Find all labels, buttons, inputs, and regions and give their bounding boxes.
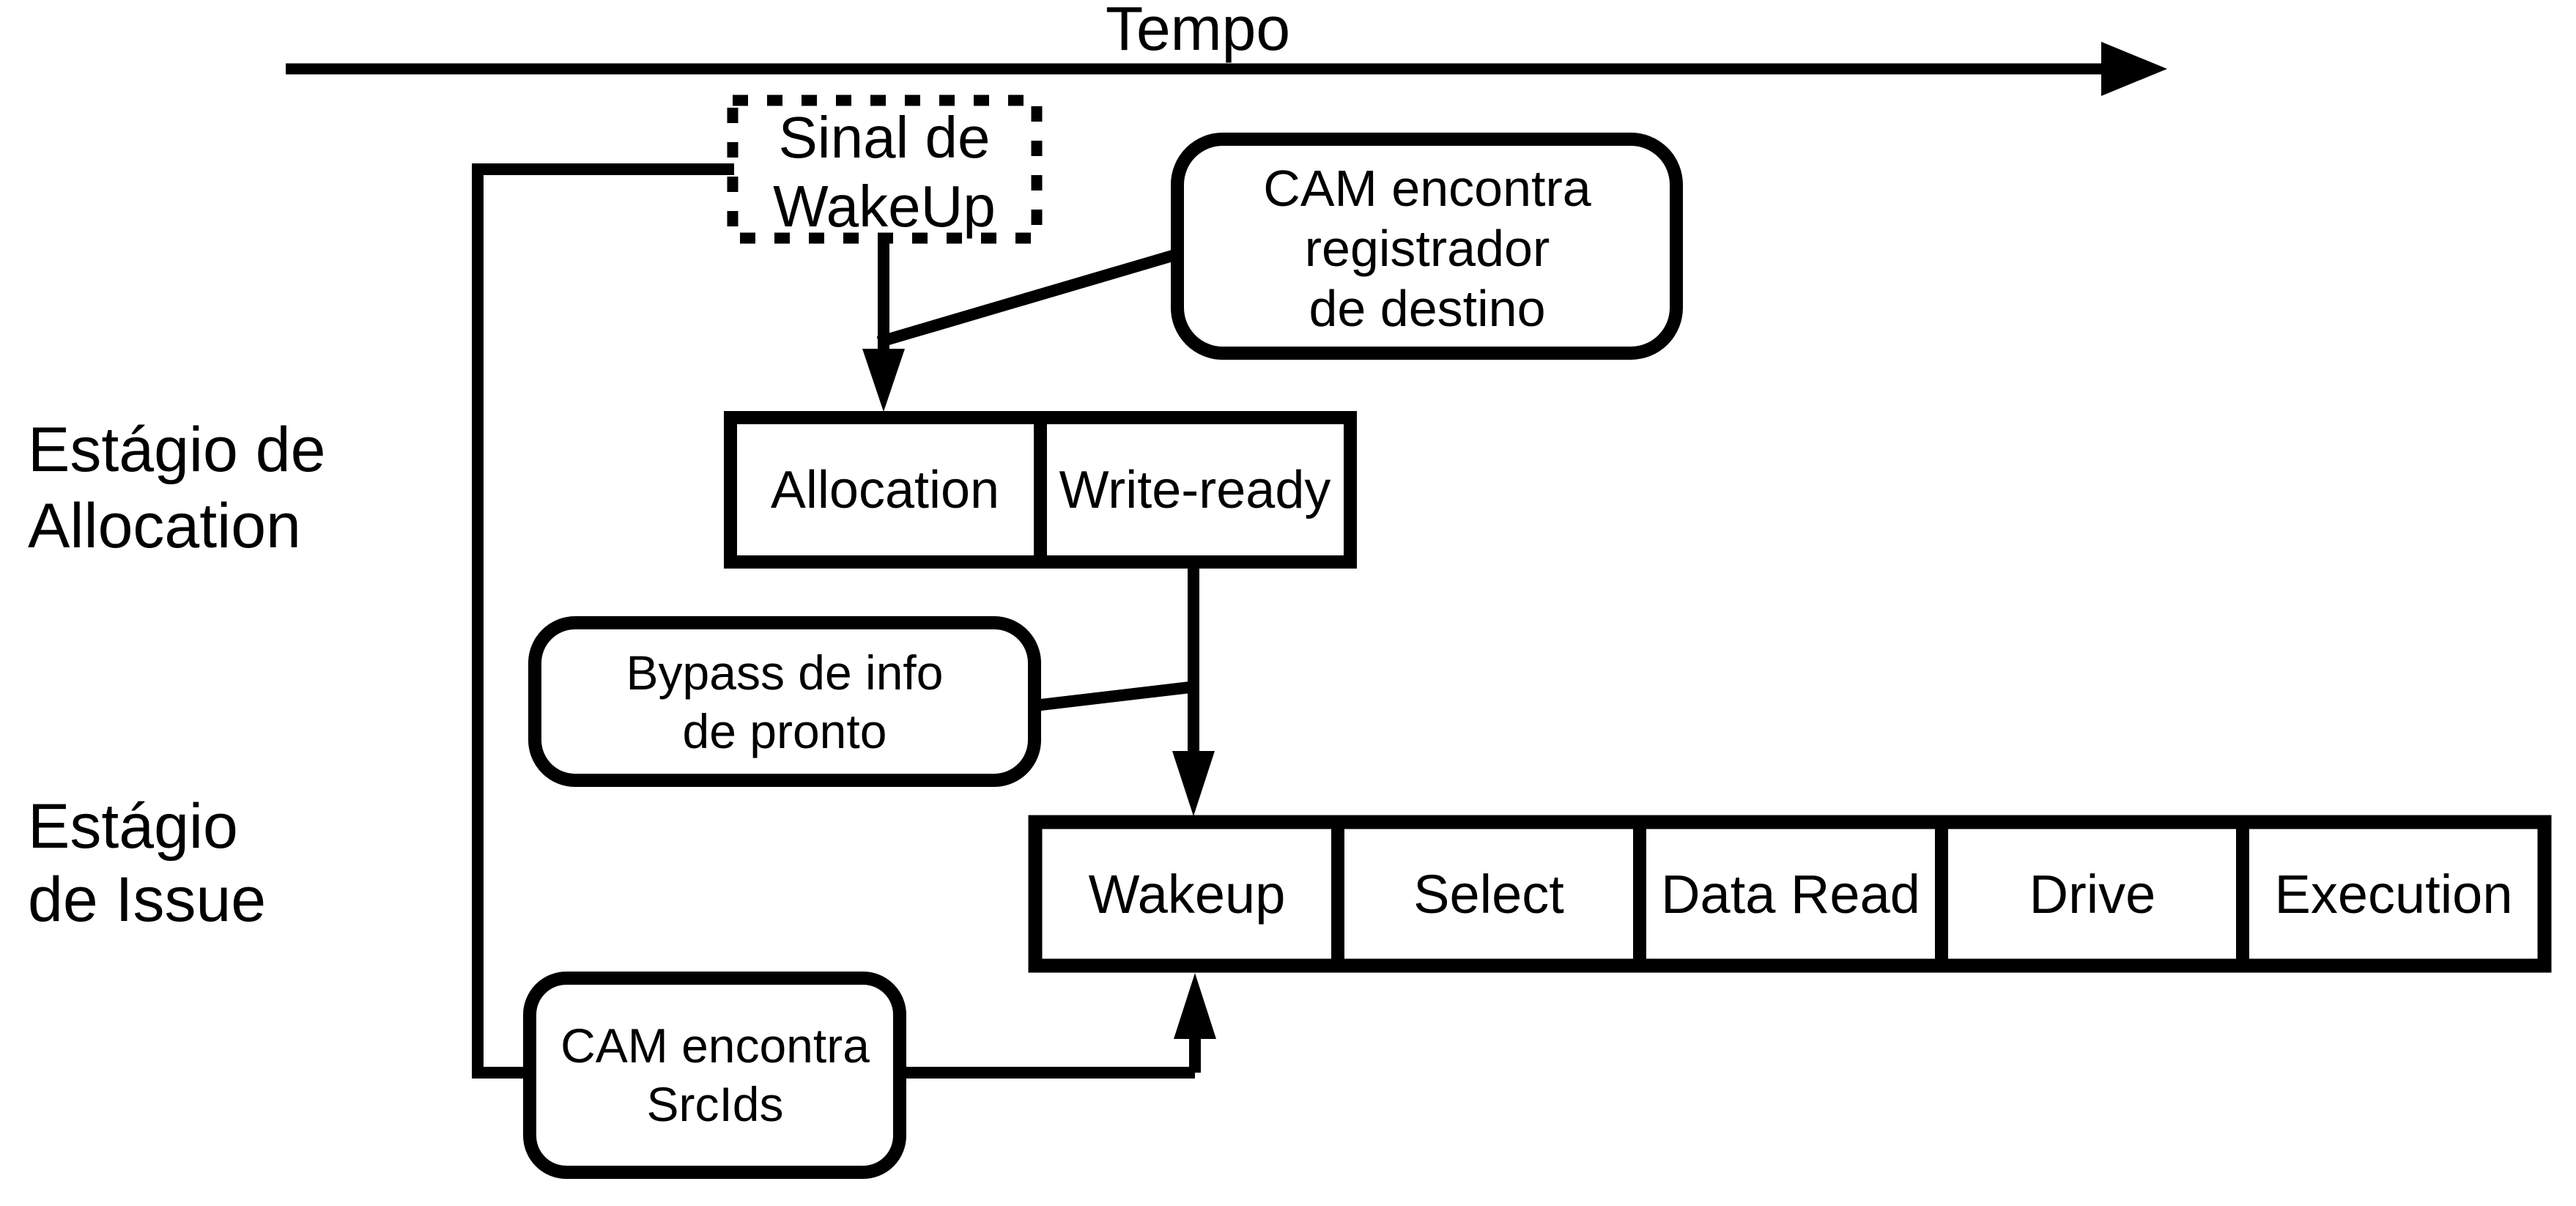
bypass-box [528, 616, 1041, 787]
wakeup-signal-feedback-line [472, 163, 734, 1079]
bypass-box-label-line1: Bypass de info [626, 645, 944, 700]
writeready-cell-label: Write-ready [1059, 461, 1331, 519]
allocation-arrowhead-icon [862, 349, 905, 412]
issue-row-box [1028, 815, 2552, 973]
cam-dest-box-label-line2: registrador [1305, 220, 1550, 277]
cam-dest-box-label-line3: de destino [1309, 280, 1545, 337]
wakeup-signal-box [727, 95, 1043, 244]
wakeup-signal-box-label-line1: Sinal de [778, 105, 990, 170]
cam-src-box-label-line2: SrcIds [646, 1077, 783, 1131]
allocation-stage-label-line1: Estágio de [28, 415, 325, 485]
cam-dest-connector-line [876, 248, 1180, 348]
cam-src-box-label-line1: CAM encontra [560, 1018, 870, 1073]
execution-cell-label: Execution [2275, 864, 2513, 925]
bypass-box-label-line2: de pronto [683, 704, 887, 758]
time-axis-label: Tempo [1106, 0, 1290, 63]
wakeup-signal-box-label-line2: WakeUp [773, 174, 996, 239]
select-cell-label: Select [1413, 864, 1564, 925]
dataread-cell-label: Data Read [1661, 864, 1920, 925]
wakeup-cell-label: Wakeup [1089, 864, 1286, 925]
bypass-connector-line [1034, 681, 1197, 711]
issue-stage-label-line2: de Issue [28, 865, 266, 935]
cam-src-box [523, 972, 906, 1179]
cam-dest-box-label-line1: CAM encontra [1263, 160, 1591, 217]
allocation-cell-label: Allocation [771, 461, 999, 519]
issue-stage-label-line1: Estágio [28, 791, 238, 862]
cam-dest-box [1171, 133, 1683, 360]
wakeup-top-arrowhead-icon [1172, 751, 1215, 816]
time-axis-arrowhead-icon [2101, 42, 2167, 96]
drive-cell-label: Drive [2029, 864, 2156, 925]
allocation-stage-label-line2: Allocation [28, 491, 301, 561]
wakeup-bottom-arrowhead-icon [1174, 973, 1216, 1039]
